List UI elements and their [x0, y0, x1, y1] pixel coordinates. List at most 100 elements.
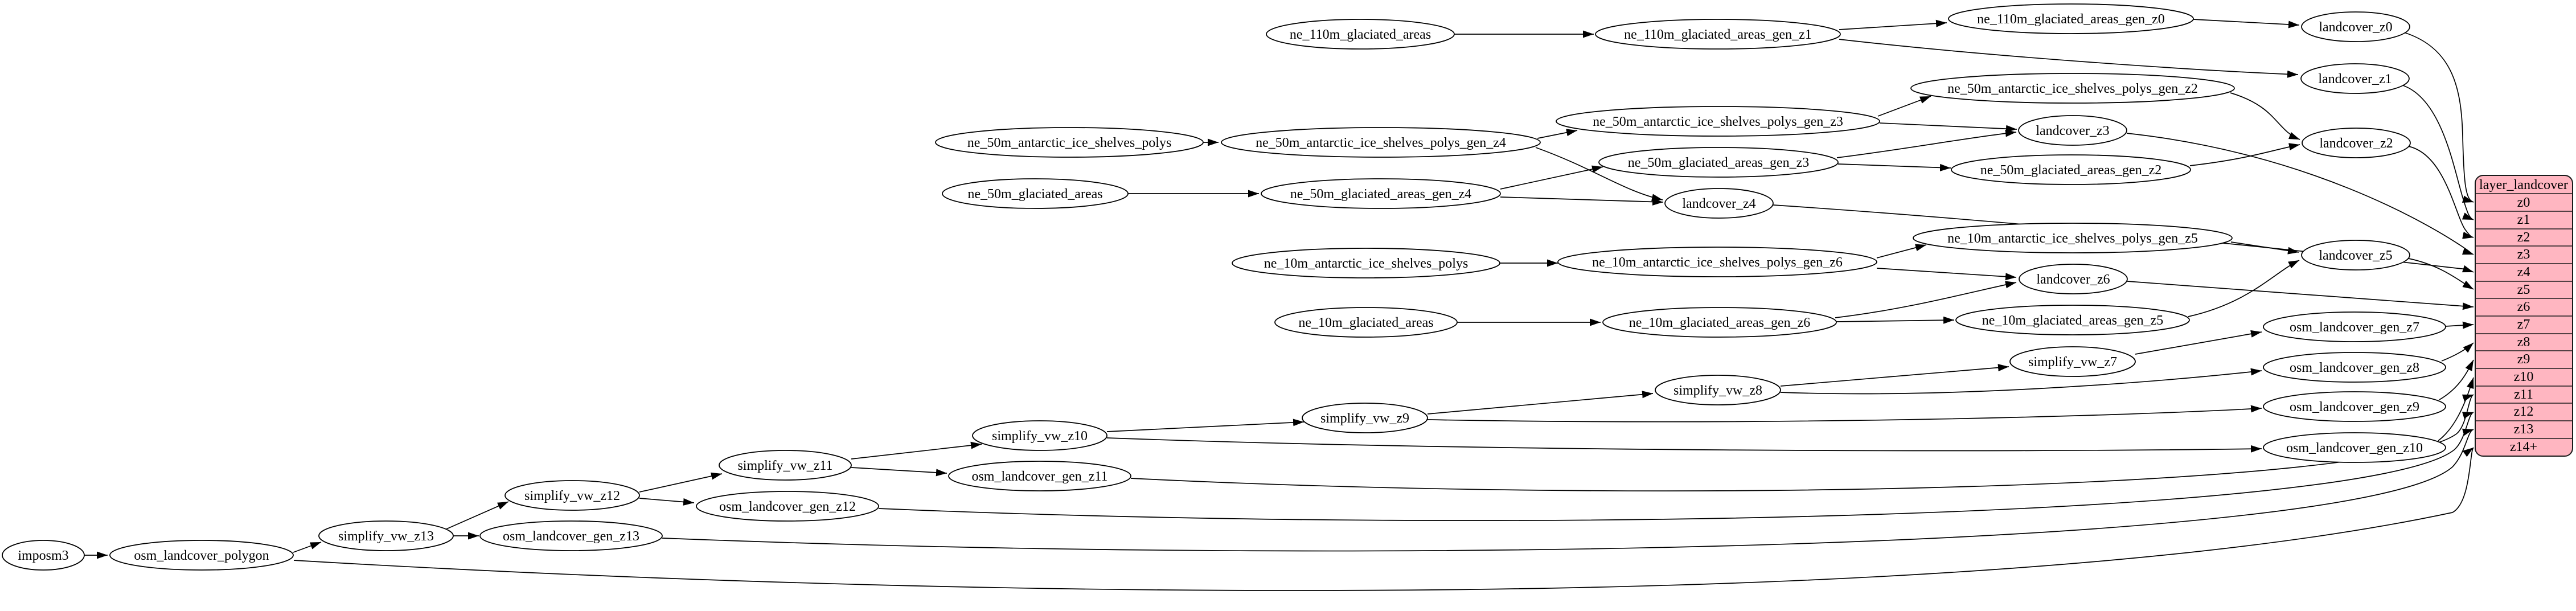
node-ne_50m_glaciated_areas_gen_z4: ne_50m_glaciated_areas_gen_z4: [1261, 178, 1501, 209]
edge-landcover_z3--row_z3: [2126, 133, 2474, 255]
node-ne_50m_antarctic_ice_shelves_polys_gen_z2: ne_50m_antarctic_ice_shelves_polys_gen_z…: [1910, 73, 2235, 104]
edge-osm_landcover_gen_z7--row_z7: [2445, 321, 2474, 329]
edge-osm_landcover_gen_z12--row_z12: [878, 412, 2474, 521]
table-row-z4: z4: [2517, 265, 2530, 280]
edge-ne_110m_gen_z0--landcover_z0: [2193, 19, 2300, 28]
edge-ne_10m_glaciated_gen_z5--landcover_z5: [2188, 260, 2300, 317]
edge-simplify_vw_z11--simplify_vw_z10: [851, 441, 982, 460]
table-row-z10: z10: [2514, 370, 2534, 384]
edge-ne_50m_glaciated_gen_z4--landcover_z4: [1500, 196, 1664, 206]
edge-ne_50m_glaciated_gen_z2--landcover_z2: [2189, 143, 2300, 166]
node-label: simplify_vw_z7: [2028, 355, 2117, 370]
edge-landcover_z1--row_z1: [2402, 85, 2474, 220]
edge-simplify_vw_z13--simplify_vw_z12: [446, 501, 509, 530]
edge-landcover_z5--row_z5: [2408, 258, 2474, 290]
node-ne_10m_glaciated_areas_gen_z5: ne_10m_glaciated_areas_gen_z5: [1955, 305, 2190, 335]
node-landcover_z5: landcover_z5: [2301, 240, 2410, 270]
node-simplify_vw_z11: simplify_vw_z11: [719, 450, 852, 481]
node-label: ne_50m_glaciated_areas_gen_z3: [1628, 155, 1810, 170]
table-row-z12: z12: [2514, 404, 2534, 419]
node-landcover_z2: landcover_z2: [2302, 128, 2411, 158]
node-simplify_vw_z13: simplify_vw_z13: [318, 520, 454, 551]
table-row-z0: z0: [2517, 195, 2530, 210]
table-row-z14plus: z14+: [2510, 440, 2537, 454]
node-label: ne_10m_antarctic_ice_shelves_polys_gen_z…: [1592, 255, 1843, 270]
node-label: ne_50m_antarctic_ice_shelves_polys: [967, 136, 1172, 150]
node-simplify_vw_z9: simplify_vw_z9: [1302, 403, 1428, 433]
table-row-z3: z3: [2517, 247, 2530, 262]
edge-ne_50m_antarctic_gen_z3--gen_z2: [1877, 96, 1931, 117]
node-label: ne_10m_antarctic_ice_shelves_polys_gen_z…: [1947, 231, 2198, 246]
edge-simplify_vw_z8--osm_landcover_gen_z8: [1780, 368, 2262, 395]
node-label: osm_landcover_gen_z13: [503, 529, 639, 544]
node-ne_10m_antarctic_ice_shelves_polys_gen_z5: ne_10m_antarctic_ice_shelves_polys_gen_z…: [1913, 223, 2233, 253]
edge-ne_10m_antarctic_gen_z6--landcover_z6: [1876, 268, 2017, 281]
table-row-z8: z8: [2517, 335, 2530, 350]
table-row-z9: z9: [2517, 352, 2530, 367]
node-ne_50m_glaciated_areas_gen_z2: ne_50m_glaciated_areas_gen_z2: [1951, 154, 2191, 185]
table-row-z6: z6: [2517, 300, 2530, 314]
node-osm_landcover_polygon: osm_landcover_polygon: [109, 540, 294, 571]
node-label: osm_landcover_gen_z9: [2290, 400, 2419, 415]
nodes-layer: imposm3 osm_landcover_polygon simplify_v…: [2, 3, 2446, 571]
node-label: ne_110m_glaciated_areas: [1290, 27, 1431, 42]
edge-ne_50m_antarctic_gen_z2--landcover_z2: [2230, 92, 2300, 140]
node-ne_10m_glaciated_areas_gen_z6: ne_10m_glaciated_areas_gen_z6: [1602, 307, 1837, 338]
edge-landcover_z2--row_z2: [2408, 146, 2474, 239]
node-ne_50m_antarctic_ice_shelves_polys_gen_z3: ne_50m_antarctic_ice_shelves_polys_gen_z…: [1556, 106, 1880, 137]
node-ne_10m_glaciated_areas: ne_10m_glaciated_areas: [1274, 307, 1458, 338]
node-label: landcover_z6: [2036, 272, 2110, 287]
node-label: ne_50m_antarctic_ice_shelves_polys_gen_z…: [1947, 81, 2198, 96]
edge-ne_50m_glaciated_gen_z3--landcover_z3: [1836, 129, 2017, 158]
edge-osm_landcover_gen_z9--row_z9: [2439, 359, 2474, 400]
node-landcover_z3: landcover_z3: [2018, 115, 2127, 146]
node-label: ne_50m_antarctic_ice_shelves_polys_gen_z…: [1593, 114, 1843, 129]
node-ne_50m_antarctic_ice_shelves_polys: ne_50m_antarctic_ice_shelves_polys: [935, 127, 1204, 158]
node-landcover_z1: landcover_z1: [2300, 63, 2410, 94]
table-row-z2: z2: [2517, 230, 2530, 245]
node-label: simplify_vw_z10: [992, 429, 1088, 444]
edge-simplify_vw_z8--simplify_vw_z7: [1780, 364, 2009, 387]
node-label: ne_50m_antarctic_ice_shelves_polys_gen_z…: [1256, 136, 1506, 150]
edge-ne_50m_glaciated_gen_z4--gen_z3: [1500, 165, 1603, 190]
edge-ne_50m_antarctic_gen_z3--landcover_z3: [1879, 122, 2017, 133]
edge-osm_landcover_polygon--row_z14plus: [293, 447, 2474, 591]
node-label: osm_landcover_gen_z8: [2290, 360, 2419, 375]
node-label: ne_110m_glaciated_areas_gen_z0: [1977, 12, 2165, 27]
edge-osm_landcover_gen_z10--row_z10: [2438, 377, 2474, 441]
node-landcover_z0: landcover_z0: [2301, 11, 2410, 42]
edge-osm_landcover_gen_z11--row_z11: [1130, 394, 2474, 491]
node-label: osm_landcover_gen_z10: [2286, 441, 2423, 456]
node-label: ne_10m_glaciated_areas: [1298, 315, 1433, 330]
node-label: ne_50m_glaciated_areas: [967, 187, 1102, 202]
node-label: simplify_vw_z12: [524, 489, 620, 503]
node-ne_50m_glaciated_areas: ne_50m_glaciated_areas: [942, 178, 1129, 209]
edge-ne_10m_glaciated_gen_z6--gen_z5: [1836, 316, 1955, 324]
node-ne_110m_glaciated_areas_gen_z1: ne_110m_glaciated_areas_gen_z1: [1595, 19, 1841, 50]
edge-ne_10m_antarctic_gen_z5--landcover_z5: [2230, 241, 2299, 255]
node-osm_landcover_gen_z11: osm_landcover_gen_z11: [948, 461, 1131, 491]
node-label: landcover_z2: [2319, 136, 2393, 151]
node-label: landcover_z3: [2036, 124, 2109, 138]
edge-landcover_z6--row_z6: [2127, 281, 2474, 310]
node-label: ne_10m_glaciated_areas_gen_z6: [1629, 315, 1811, 330]
node-osm_landcover_gen_z12: osm_landcover_gen_z12: [696, 491, 879, 522]
node-label: osm_landcover_gen_z11: [971, 469, 1107, 484]
node-label: simplify_vw_z8: [1673, 383, 1762, 398]
node-label: osm_landcover_gen_z12: [719, 499, 856, 514]
node-ne_110m_glaciated_areas_gen_z0: ne_110m_glaciated_areas_gen_z0: [1948, 3, 2194, 34]
node-label: osm_landcover_polygon: [134, 548, 269, 563]
edge-ne_110m_gen_z1--landcover_z1: [1839, 39, 2299, 78]
node-label: ne_50m_glaciated_areas_gen_z4: [1290, 187, 1472, 202]
node-simplify_vw_z12: simplify_vw_z12: [504, 480, 640, 511]
node-label: simplify_vw_z11: [737, 458, 832, 473]
node-osm_landcover_gen_z8: osm_landcover_gen_z8: [2263, 352, 2446, 383]
node-label: simplify_vw_z13: [338, 529, 434, 544]
edges-layer: [84, 19, 2474, 591]
node-label: ne_10m_glaciated_areas_gen_z5: [1982, 313, 2164, 328]
node-label: ne_10m_antarctic_ice_shelves_polys: [1264, 256, 1469, 271]
edge-ne_50m_glaciated_gen_z3--gen_z2: [1837, 163, 1951, 171]
edge-simplify_vw_z11--osm_landcover_gen_z11: [851, 467, 947, 477]
edge-simplify_vw_z12--osm_landcover_gen_z12: [639, 498, 695, 506]
